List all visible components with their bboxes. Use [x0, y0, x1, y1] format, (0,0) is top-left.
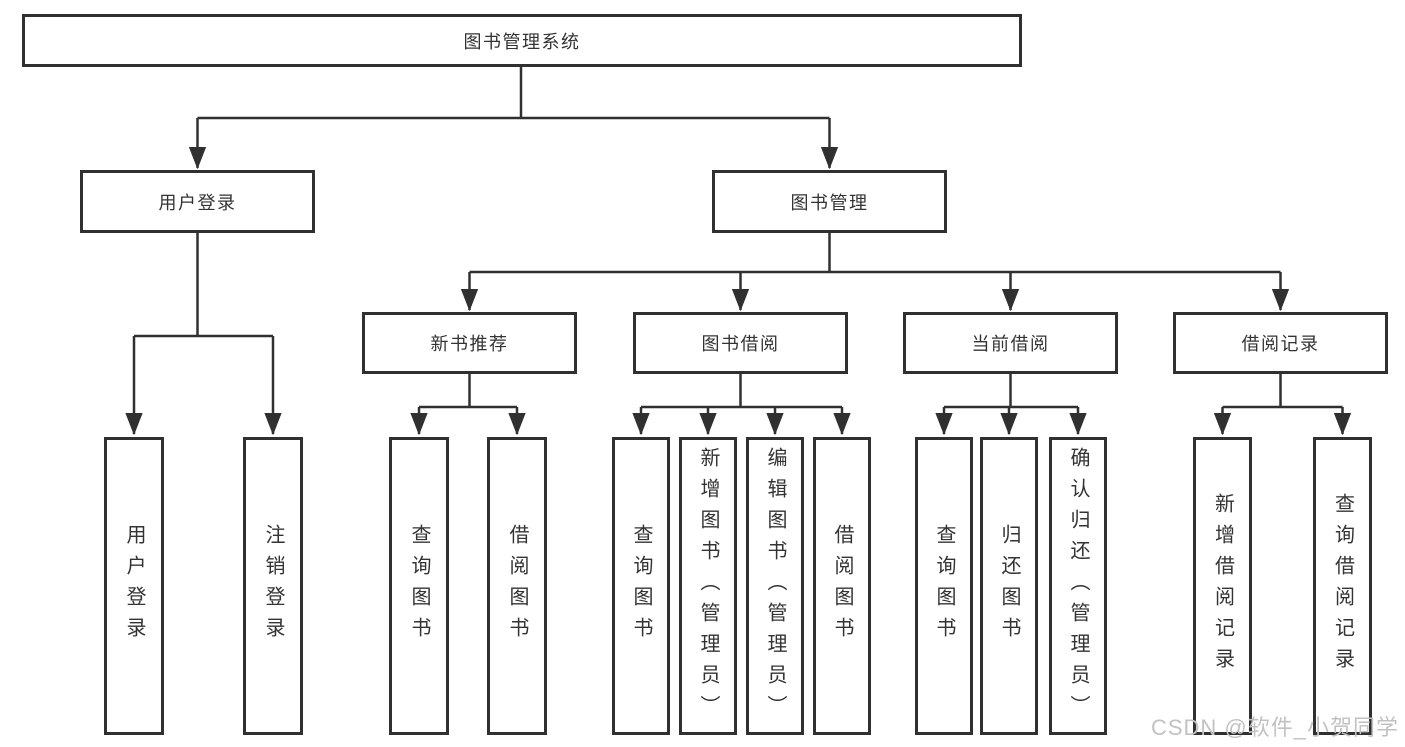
- node-root: 图书管理系统: [22, 14, 1022, 67]
- node-new-book-rec: 新书推荐: [362, 312, 577, 374]
- node-user-login: 用户登录: [80, 170, 315, 233]
- node-book-borrow: 图书借阅: [633, 312, 848, 374]
- leaf-return-books: 归还图书: [980, 437, 1038, 735]
- leaf-borrow-books-1: 借阅图书: [487, 437, 547, 735]
- leaf-add-book-admin: 新增图书（管理员）: [679, 437, 737, 735]
- node-book-mgmt: 图书管理: [712, 170, 947, 233]
- leaf-user-login: 用户登录: [104, 437, 164, 735]
- leaf-query-books-2: 查询图书: [612, 437, 670, 735]
- leaf-edit-book-admin: 编辑图书（管理员）: [746, 437, 804, 735]
- leaf-confirm-return-admin: 确认归还（管理员）: [1049, 437, 1107, 735]
- leaf-borrow-books-2: 借阅图书: [813, 437, 871, 735]
- leaf-add-borrow-record: 新增借阅记录: [1193, 437, 1252, 735]
- leaf-query-books-1: 查询图书: [389, 437, 449, 735]
- connector-paths: [125, 67, 1352, 436]
- leaf-query-books-3: 查询图书: [915, 437, 973, 735]
- leaf-query-borrow-record: 查询借阅记录: [1313, 437, 1372, 735]
- csdn-watermark: CSDN @软件_小贺同学: [1150, 715, 1399, 740]
- node-current-borrow: 当前借阅: [903, 312, 1118, 374]
- node-borrow-records: 借阅记录: [1173, 312, 1388, 374]
- leaf-logout: 注销登录: [243, 437, 303, 735]
